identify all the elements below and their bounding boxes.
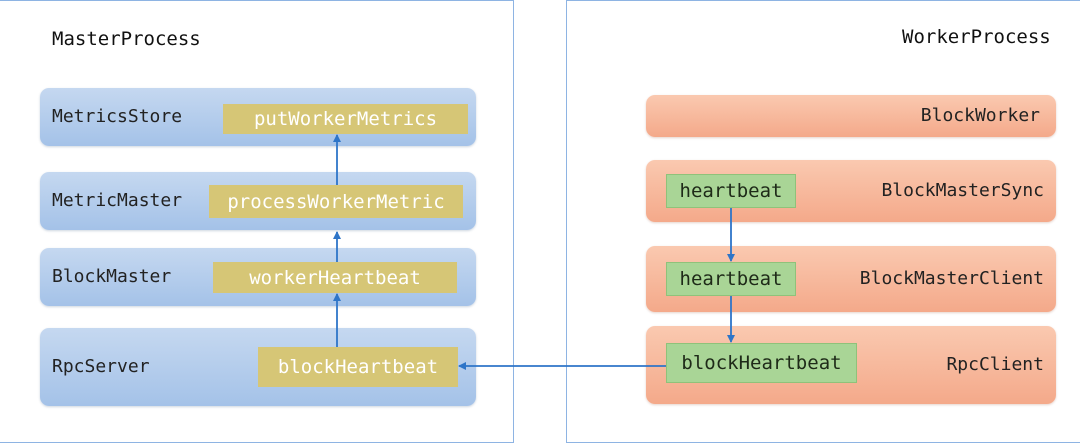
rpc-client-box: RpcClient blockHeartbeat [646, 326, 1056, 404]
rpc-client-label: RpcClient [946, 354, 1044, 375]
metric-master-box: MetricMaster processWorkerMetric [40, 172, 476, 230]
heartbeat-client-method: heartbeat [666, 262, 796, 296]
block-master-label: BlockMaster [52, 266, 172, 287]
metric-master-label: MetricMaster [52, 190, 183, 211]
block-master-box: BlockMaster workerHeartbeat [40, 248, 476, 306]
block-heartbeat-client-method: blockHeartbeat [666, 343, 857, 383]
worker-process-title: WorkerProcess [902, 26, 1051, 48]
heartbeat-sync-method: heartbeat [666, 174, 796, 208]
block-worker-label: BlockWorker [920, 105, 1040, 126]
worker-heartbeat-method: workerHeartbeat [213, 262, 457, 293]
block-master-sync-label: BlockMasterSync [881, 180, 1044, 201]
block-worker-box: BlockWorker [646, 95, 1056, 137]
block-master-client-box: BlockMasterClient heartbeat [646, 246, 1056, 312]
metrics-store-box: MetricsStore putWorkerMetrics [40, 88, 476, 146]
block-master-sync-box: BlockMasterSync heartbeat [646, 160, 1056, 222]
rpc-server-label: RpcServer [52, 356, 150, 377]
process-worker-metric-method: processWorkerMetric [209, 185, 463, 218]
metrics-store-label: MetricsStore [52, 106, 183, 127]
put-worker-metrics-method: putWorkerMetrics [223, 104, 468, 134]
rpc-server-box: RpcServer blockHeartbeat [40, 328, 476, 406]
block-master-client-label: BlockMasterClient [859, 268, 1044, 289]
block-heartbeat-server-method: blockHeartbeat [258, 347, 458, 387]
master-process-title: MasterProcess [52, 28, 201, 50]
